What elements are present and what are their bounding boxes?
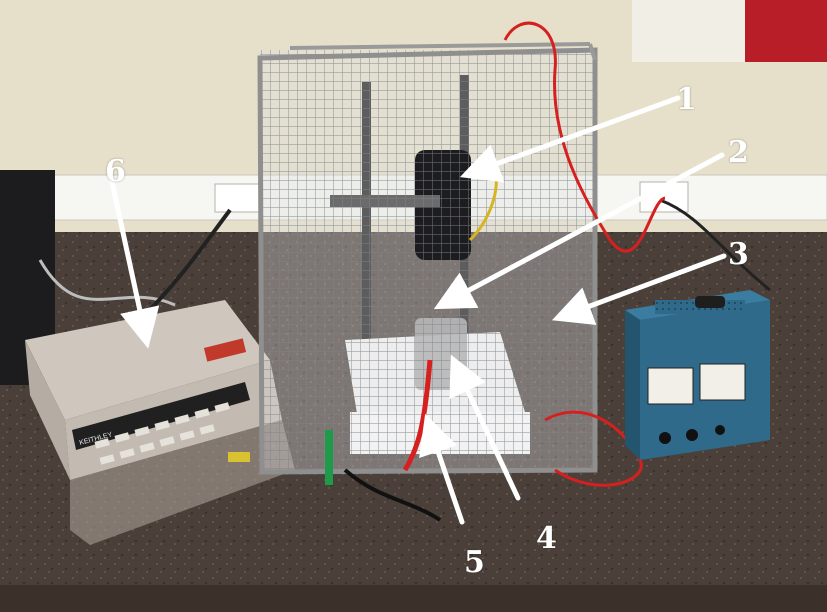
outlet-plate-left: [214, 183, 262, 213]
arrow-1: [459, 95, 681, 183]
ammeter: [699, 363, 746, 401]
arrow-5: [419, 413, 465, 525]
voltmeter: [647, 367, 694, 405]
power-supply: [625, 290, 770, 460]
arrow-2: [433, 152, 725, 310]
bench-edge: [0, 585, 827, 612]
cable-black-2: [659, 198, 771, 292]
callout-label-1: 1: [676, 82, 697, 117]
black-lead: [343, 468, 442, 522]
callout-label-4: 4: [536, 521, 557, 556]
callout-label-3: 3: [728, 237, 749, 272]
arrow-3: [551, 253, 727, 325]
callout-label-5: 5: [464, 545, 485, 580]
callout-label-2: 2: [728, 135, 749, 170]
multimeter: KEITHLEY: [25, 300, 295, 545]
mesh-cage: [257, 42, 598, 475]
callout-arrows: [109, 95, 727, 525]
probe-green: [325, 430, 333, 485]
cable-gray: [38, 259, 176, 307]
cabinet-red-panel: [745, 0, 827, 62]
arrow-6: [109, 179, 160, 349]
arrow-4: [449, 354, 521, 501]
callout-label-6: 6: [105, 154, 126, 189]
red-wire-top: [503, 21, 666, 253]
